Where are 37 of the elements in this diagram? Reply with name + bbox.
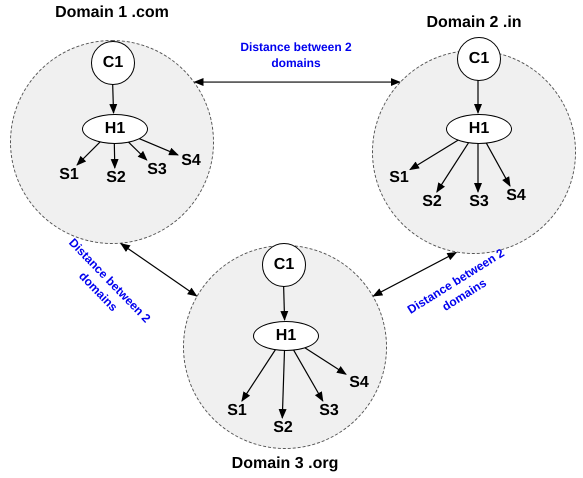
arrow — [278, 350, 287, 419]
host-ellipse: H1 — [82, 114, 148, 144]
server-label: S1 — [225, 402, 249, 420]
edge-label: Distance between 2 domains — [239, 39, 353, 71]
arrow — [110, 142, 119, 169]
arrow — [474, 80, 482, 114]
arrow — [292, 349, 324, 402]
arrow — [436, 142, 470, 193]
server-label: S1 — [387, 169, 411, 187]
arrow — [138, 138, 179, 156]
server-label: S3 — [145, 161, 169, 179]
domain-heading: Domain 3 .org — [232, 454, 338, 474]
server-label: S1 — [57, 166, 81, 184]
host-ellipse: H1 — [446, 114, 512, 144]
arrow — [409, 140, 459, 170]
server-label: S2 — [420, 193, 444, 211]
server-label: S4 — [179, 152, 203, 170]
arrow — [280, 286, 288, 321]
arrow — [474, 143, 482, 193]
server-label: S3 — [317, 402, 341, 420]
arrow — [109, 84, 118, 114]
arrow — [76, 141, 101, 166]
arrow — [241, 349, 276, 402]
server-label: S4 — [347, 374, 371, 392]
arrow — [304, 346, 347, 375]
arrow — [486, 142, 511, 187]
domain-heading: Domain 1 .com — [55, 3, 169, 23]
server-label: S3 — [467, 193, 491, 211]
server-label: S2 — [271, 419, 295, 437]
host-ellipse: H1 — [253, 321, 319, 351]
server-label: S2 — [104, 169, 128, 187]
domain-heading: Domain 2 .in — [426, 13, 522, 33]
arrow — [120, 243, 198, 297]
server-label: S4 — [504, 187, 528, 205]
arrow — [194, 78, 401, 86]
arrow — [128, 141, 148, 161]
arrow — [372, 252, 458, 297]
